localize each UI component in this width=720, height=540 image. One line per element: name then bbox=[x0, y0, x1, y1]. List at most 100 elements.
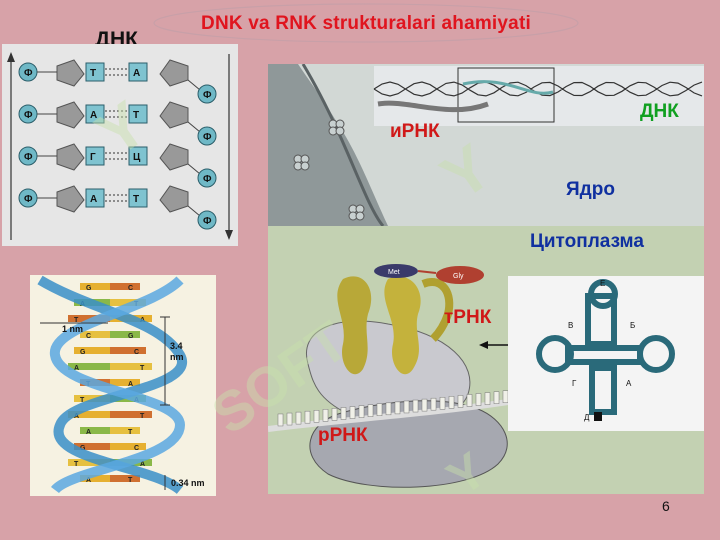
phosphate-left-label: Ф bbox=[24, 152, 33, 163]
helix-base-left bbox=[80, 283, 110, 290]
helix-base-left-label: G bbox=[80, 349, 86, 356]
mrna-codon bbox=[458, 395, 463, 407]
helix-base-right bbox=[110, 331, 140, 338]
helix-base-right-label: T bbox=[140, 413, 145, 420]
mrna-codon bbox=[485, 393, 490, 405]
mrna-codon bbox=[377, 404, 382, 416]
mrna-codon bbox=[494, 392, 499, 404]
helix-base-right-label: T bbox=[128, 429, 133, 436]
mrna-codon bbox=[287, 413, 292, 425]
mrna-codon bbox=[404, 401, 409, 413]
base-left-label: Г bbox=[90, 152, 96, 163]
title-banner: DNK va RNK strukturalari ahamiyati bbox=[152, 2, 580, 44]
mrna-codon bbox=[413, 400, 418, 412]
nuclear-pore bbox=[301, 162, 309, 170]
phosphate-right-label: Ф bbox=[203, 132, 212, 143]
met-label: Met bbox=[388, 269, 400, 276]
helix-base-right bbox=[110, 411, 152, 418]
helix-base-left-label: T bbox=[74, 461, 79, 468]
phosphate-left-label: Ф bbox=[24, 110, 33, 121]
trna-label-v: В bbox=[568, 321, 573, 330]
trna-label-a: А bbox=[626, 379, 632, 388]
yadro-label: Ядро bbox=[566, 179, 615, 200]
helix-base-right-label: C bbox=[134, 445, 139, 452]
sugar-right bbox=[160, 144, 188, 170]
base-left-label: Т bbox=[90, 68, 96, 79]
mrna-codon bbox=[296, 412, 301, 424]
mrna-codon bbox=[368, 405, 373, 417]
helix-base-right bbox=[110, 363, 152, 370]
helix-base-right-label: T bbox=[140, 365, 145, 372]
mrna-codon bbox=[476, 394, 481, 406]
phosphate-left-label: Ф bbox=[24, 194, 33, 205]
sugar-right bbox=[160, 60, 188, 86]
slide-title: DNK va RNK strukturalari ahamiyati bbox=[152, 13, 580, 35]
cell-svg: Met Gly ДНК иРНК Ядро Цитоплазма тРНК рР… bbox=[268, 64, 704, 494]
sugar-left bbox=[57, 102, 84, 128]
helix-base-right bbox=[110, 379, 140, 386]
cell-diagram: Met Gly ДНК иРНК Ядро Цитоплазма тРНК рР… bbox=[268, 64, 704, 494]
nuclear-pore bbox=[356, 212, 364, 220]
mrna-codon bbox=[386, 403, 391, 415]
helix-base-right bbox=[110, 347, 146, 354]
helix-base-left-label: G bbox=[86, 285, 92, 292]
helix-base-right-label: T bbox=[128, 477, 133, 484]
mrna-codon bbox=[422, 399, 427, 411]
helix-base-left-label: C bbox=[86, 333, 91, 340]
mrna-codon bbox=[350, 407, 355, 419]
helix-base-left-label: A bbox=[86, 429, 91, 436]
sugar-right bbox=[160, 102, 188, 128]
mrna-codon bbox=[467, 394, 472, 406]
label-0-34nm: 0.34 nm bbox=[171, 478, 205, 488]
mrna-codon bbox=[359, 406, 364, 418]
mrna-codon bbox=[323, 409, 328, 421]
helix-base-right-label: G bbox=[128, 333, 134, 340]
label-3-4: 3.4 bbox=[170, 341, 183, 351]
helix-base-right bbox=[110, 427, 140, 434]
gly-label: Gly bbox=[453, 273, 464, 280]
base-right-label: А bbox=[133, 68, 140, 79]
sugar-left bbox=[57, 186, 84, 212]
sugar-right bbox=[160, 186, 188, 212]
page-number: 6 bbox=[662, 498, 670, 514]
helix-base-left bbox=[80, 427, 110, 434]
trnk-label: тРНК bbox=[444, 307, 492, 328]
label-nm: nm bbox=[170, 352, 184, 362]
mrna-codon bbox=[341, 407, 346, 419]
mrna-codon bbox=[449, 396, 454, 408]
phosphate-right-label: Ф bbox=[203, 90, 212, 101]
trna-label-e: Е bbox=[600, 279, 605, 288]
sugar-left bbox=[57, 144, 84, 170]
helix-base-right bbox=[110, 283, 140, 290]
helix-base-right-label: C bbox=[134, 349, 139, 356]
base-right-label: Т bbox=[133, 194, 139, 205]
mrna-codon bbox=[332, 408, 337, 420]
base-left-label: А bbox=[90, 194, 97, 205]
phosphate-left-label: Ф bbox=[24, 68, 33, 79]
irnk-label: иРНК bbox=[390, 121, 440, 142]
trna-label-g: Г bbox=[572, 379, 577, 388]
phosphate-right-label: Ф bbox=[203, 216, 212, 227]
sugar-left bbox=[57, 60, 84, 86]
nuclear-pore bbox=[336, 127, 344, 135]
dnk-cell-label: ДНК bbox=[640, 101, 679, 122]
phosphate-right-label: Ф bbox=[203, 174, 212, 185]
cytoplasm-label: Цитоплазма bbox=[530, 231, 644, 252]
mrna-codon bbox=[440, 397, 445, 409]
helix-base-right bbox=[110, 475, 140, 482]
trna-label-d: Д bbox=[584, 413, 590, 422]
label-1nm: 1 nm bbox=[62, 324, 83, 334]
trna-label-b: Б bbox=[630, 321, 635, 330]
mrna-codon bbox=[431, 398, 436, 410]
mrna-codon bbox=[314, 410, 319, 422]
rrnk-label: рРНК bbox=[318, 425, 368, 446]
mrna-codon bbox=[503, 391, 508, 403]
helix-base-right-label: C bbox=[128, 285, 133, 292]
mrna-codon bbox=[305, 411, 310, 423]
helix-base-right bbox=[110, 443, 146, 450]
mrna-codon bbox=[395, 402, 400, 414]
helix-base-left bbox=[80, 331, 110, 338]
